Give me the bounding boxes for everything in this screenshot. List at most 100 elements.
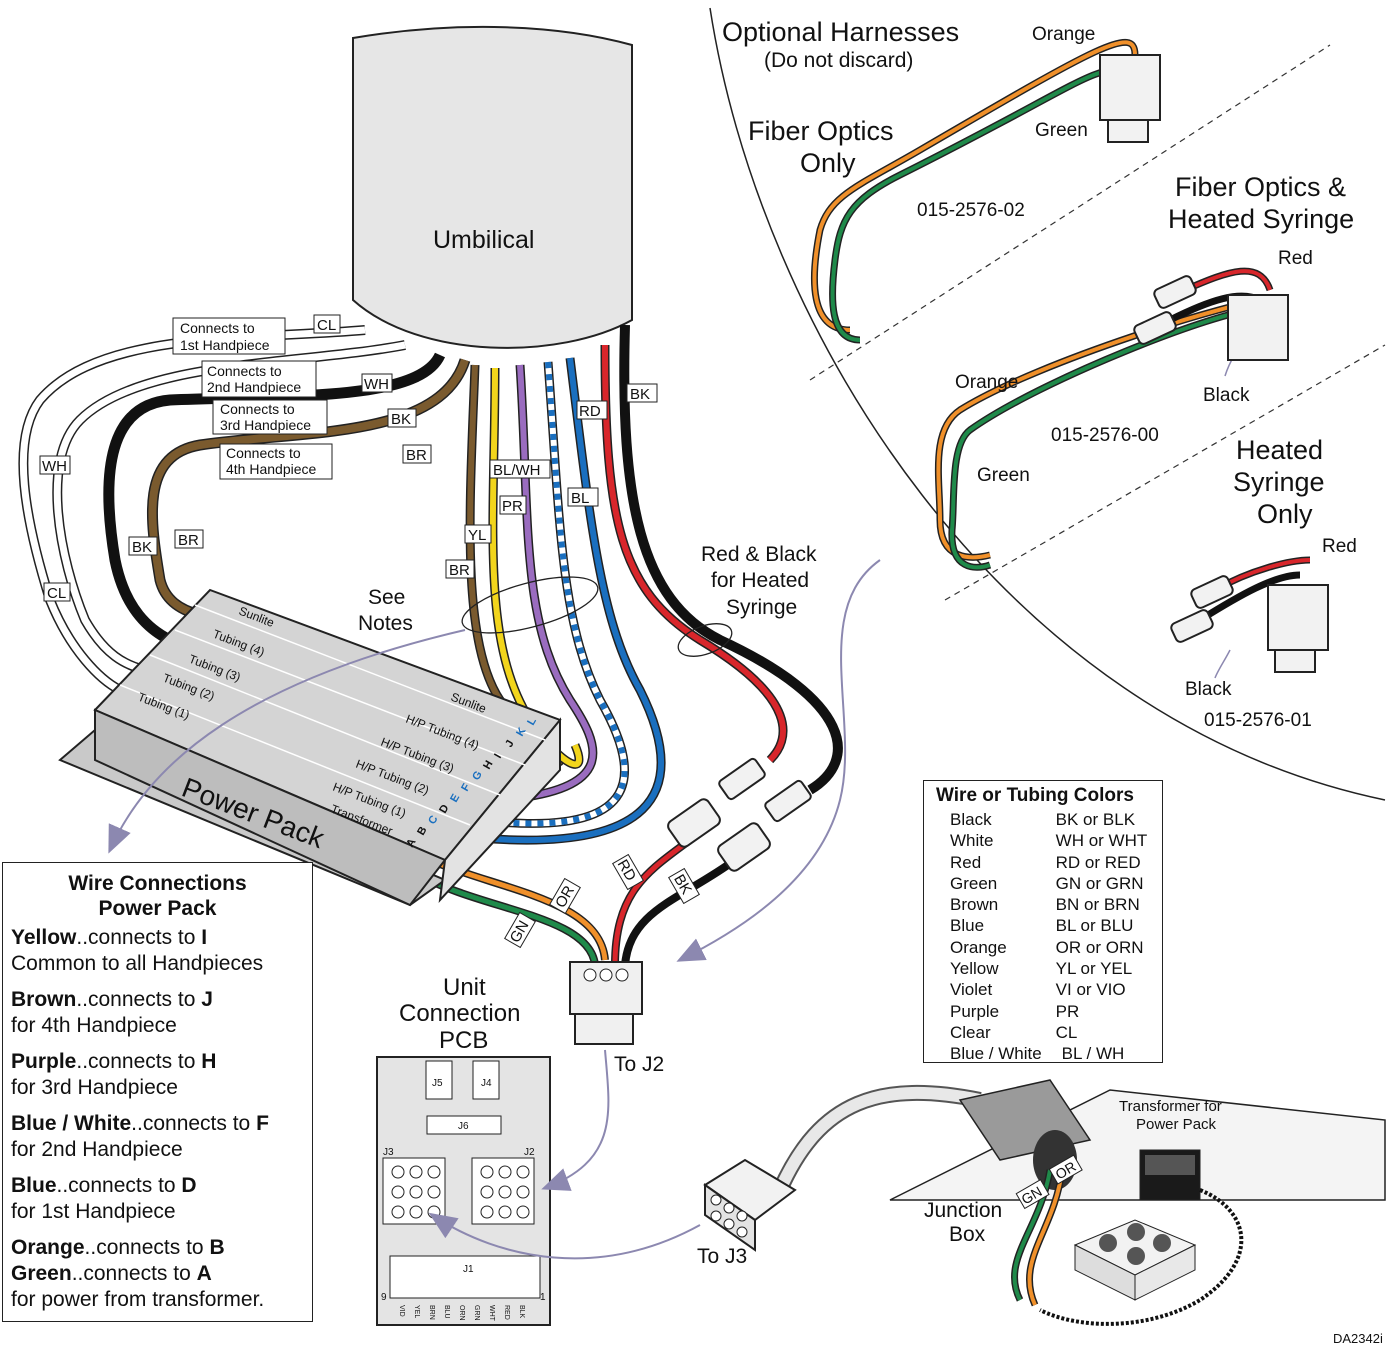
pcb-labels: J5 J4 J6 J3 J2 J1 9 1: [381, 1078, 546, 1303]
svg-text:Green: Green: [977, 465, 1030, 486]
svg-text:(Do not discard): (Do not discard): [764, 49, 913, 72]
svg-text:ORN: ORN: [458, 1305, 465, 1321]
svg-text:BR: BR: [178, 532, 199, 549]
harness-fiber-optics-only: [810, 38, 1161, 344]
svg-text:CL: CL: [47, 585, 66, 602]
svg-text:Only: Only: [800, 148, 856, 178]
wire-connections-heading-2: Power Pack: [98, 897, 217, 920]
terminal-strip: A B C D E F G H I J K L: [404, 715, 539, 849]
diagram-labels: Optional Harnesses (Do not discard) Oran…: [358, 17, 1383, 1346]
svg-text:GRN: GRN: [473, 1305, 480, 1321]
wire-connections-panel: Wire Connections Power Pack Yellow..conn…: [2, 862, 313, 1322]
svg-text:Black: Black: [1185, 679, 1232, 700]
svg-text:4th Handpiece: 4th Handpiece: [226, 461, 317, 477]
svg-text:3rd Handpiece: 3rd Handpiece: [220, 417, 311, 433]
svg-text:RD: RD: [579, 403, 601, 420]
svg-text:Box: Box: [949, 1223, 986, 1246]
svg-text:J6: J6: [458, 1121, 469, 1132]
svg-text:I: I: [492, 752, 504, 761]
svg-text:See: See: [368, 586, 405, 609]
power-pack: [58, 588, 562, 907]
svg-text:BK: BK: [391, 411, 411, 428]
svg-text:J5: J5: [432, 1078, 443, 1089]
svg-text:YL: YL: [468, 527, 486, 544]
svg-text:BR: BR: [406, 447, 427, 464]
junction-box: [889, 1079, 1386, 1326]
svg-text:WH: WH: [364, 376, 389, 393]
svg-text:CL: CL: [317, 317, 336, 334]
svg-text:Connects to: Connects to: [220, 401, 295, 417]
svg-text:Red & Black: Red & Black: [701, 543, 817, 566]
heated-syringe-ellipse: [677, 623, 733, 657]
svg-text:BLK: BLK: [518, 1305, 525, 1319]
svg-text:Connects to: Connects to: [180, 320, 255, 336]
svg-text:To J2: To J2: [614, 1053, 664, 1076]
svg-text:Optional Harnesses: Optional Harnesses: [722, 17, 959, 47]
svg-text:DA2342i: DA2342i: [1333, 1331, 1383, 1346]
wire-connection-row: Brown..connects to J for 4th Handpiece: [11, 988, 213, 1037]
svg-text:Heated Syringe: Heated Syringe: [1168, 204, 1354, 234]
umbilical-label: Umbilical: [433, 226, 534, 254]
see-notes-ellipse: [461, 576, 599, 634]
svg-text:BK: BK: [630, 386, 650, 403]
svg-text:Syringe: Syringe: [1233, 467, 1325, 497]
svg-text:YEL: YEL: [413, 1305, 420, 1318]
svg-text:BRN: BRN: [428, 1305, 435, 1320]
svg-text:J4: J4: [481, 1078, 492, 1089]
svg-text:Red: Red: [1322, 536, 1357, 557]
wire-connection-row: Blue / White..connects to F for 2nd Hand…: [11, 1112, 269, 1161]
svg-text:BLU: BLU: [443, 1305, 450, 1319]
unit-connection-pcb: [376, 1056, 551, 1326]
wire-connection-row: Blue..connects to D for 1st Handpiece: [11, 1174, 197, 1223]
svg-text:BL: BL: [571, 490, 589, 507]
svg-text:PCB: PCB: [439, 1027, 488, 1054]
svg-text:1: 1: [540, 1292, 546, 1303]
svg-text:Junction: Junction: [924, 1199, 1002, 1222]
umbilical-sleeve: [352, 25, 633, 349]
svg-text:Heated: Heated: [1236, 435, 1323, 465]
pcb-j1-pins: VID YEL BRN BLU ORN GRN WHT RED BLK: [398, 1305, 525, 1322]
svg-text:Red: Red: [1278, 248, 1313, 269]
svg-text:Transformer for: Transformer for: [1119, 1098, 1222, 1115]
svg-text:9: 9: [381, 1292, 387, 1303]
j2-connector: [569, 961, 643, 1045]
svg-text:Power Pack: Power Pack: [1136, 1116, 1217, 1133]
wire-connections-heading-1: Wire Connections: [68, 872, 247, 895]
svg-text:Connects to: Connects to: [226, 445, 301, 461]
j3-connector: [703, 1158, 797, 1252]
svg-text:for Heated: for Heated: [711, 569, 809, 592]
harness-divider-2: [944, 344, 1386, 601]
svg-text:Green: Green: [1035, 120, 1088, 141]
svg-text:BR: BR: [449, 562, 470, 579]
svg-text:BK: BK: [132, 539, 152, 556]
svg-text:Only: Only: [1257, 499, 1313, 529]
svg-text:WHT: WHT: [488, 1305, 495, 1322]
svg-text:Syringe: Syringe: [726, 596, 797, 619]
harness-heated-syringe-only: [1170, 556, 1329, 673]
svg-text:BL/WH: BL/WH: [493, 462, 541, 479]
svg-text:015-2576-01: 015-2576-01: [1204, 710, 1312, 731]
svg-text:J1: J1: [463, 1264, 474, 1275]
tubing-colors-heading: Wire or Tubing Colors: [936, 785, 1134, 806]
svg-text:Fiber Optics: Fiber Optics: [748, 116, 894, 146]
wire-tags: CL WH BK BR WH CL BK BR RD BK BL/WH BL P…: [39, 314, 700, 949]
harness-divider-1: [809, 44, 1331, 381]
svg-text:Fiber Optics &: Fiber Optics &: [1175, 172, 1346, 202]
svg-text:PR: PR: [502, 498, 523, 515]
svg-text:J3: J3: [383, 1147, 394, 1158]
svg-text:015-2576-02: 015-2576-02: [917, 200, 1025, 221]
